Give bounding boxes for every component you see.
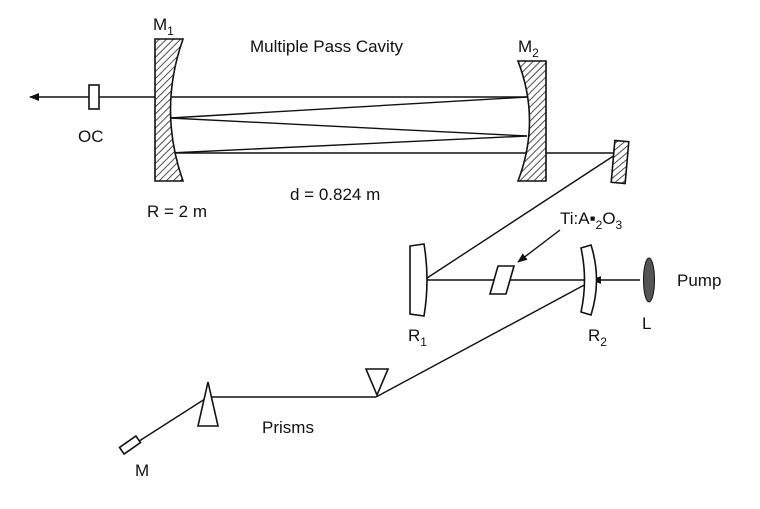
label-oc: OC <box>78 127 104 146</box>
label-m1: M1 <box>153 15 174 38</box>
crystal-pointer <box>517 229 561 263</box>
label-prisms: Prisms <box>262 418 314 437</box>
output-coupler <box>88 84 100 110</box>
end-mirror <box>118 434 142 456</box>
label-distance: d = 0.824 m <box>290 185 380 204</box>
label-end-mirror: M <box>135 461 149 480</box>
mirror-m2 <box>516 60 547 182</box>
label-pump: Pump <box>677 271 721 290</box>
prism-lower <box>196 381 220 427</box>
mirror-r1 <box>409 243 428 317</box>
label-r2: R2 <box>588 326 607 349</box>
prism-upper <box>364 368 390 398</box>
label-m2: M2 <box>518 37 539 60</box>
mirror-r2 <box>580 244 598 316</box>
folding-mirror <box>610 139 630 185</box>
label-radius: R = 2 m <box>147 202 207 221</box>
lens <box>643 257 655 303</box>
label-lens: L <box>642 314 651 333</box>
cavity-beams <box>169 96 528 154</box>
cavity-title: Multiple Pass Cavity <box>250 37 404 56</box>
label-r1: R1 <box>408 326 427 349</box>
crystal <box>488 265 516 295</box>
label-crystal: Ti:A▪2O3 <box>560 209 623 232</box>
mirror-m1 <box>154 38 185 182</box>
